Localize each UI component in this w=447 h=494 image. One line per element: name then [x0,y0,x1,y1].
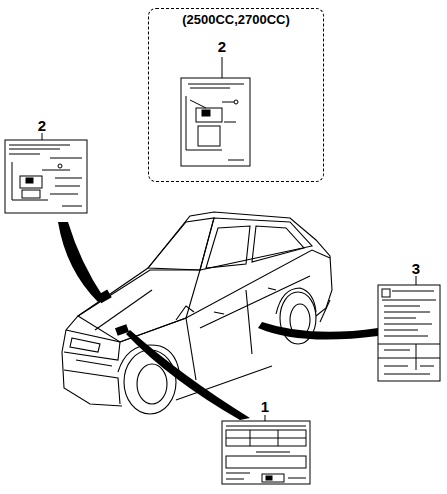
leader-line [265,415,266,421]
leader-line [42,133,43,140]
pointer-swoosh [58,222,104,302]
variant-group-box: (2500CC,2700CC) [148,8,324,182]
callout-number: 1 [261,398,269,415]
callout-number: 2 [38,117,46,134]
pointer-swoosh [126,330,250,420]
location-mark [97,290,112,304]
label-sticker [222,421,310,484]
leader-line [222,57,223,78]
label-sticker [378,285,440,381]
leader-line [416,276,417,285]
callout-number: 2 [218,38,226,55]
label-sticker [5,140,87,213]
callout-number: 3 [412,260,420,277]
label-sticker [181,78,250,166]
pointer-swoosh [258,322,378,340]
group-heading: (2500CC,2700CC) [149,12,323,27]
